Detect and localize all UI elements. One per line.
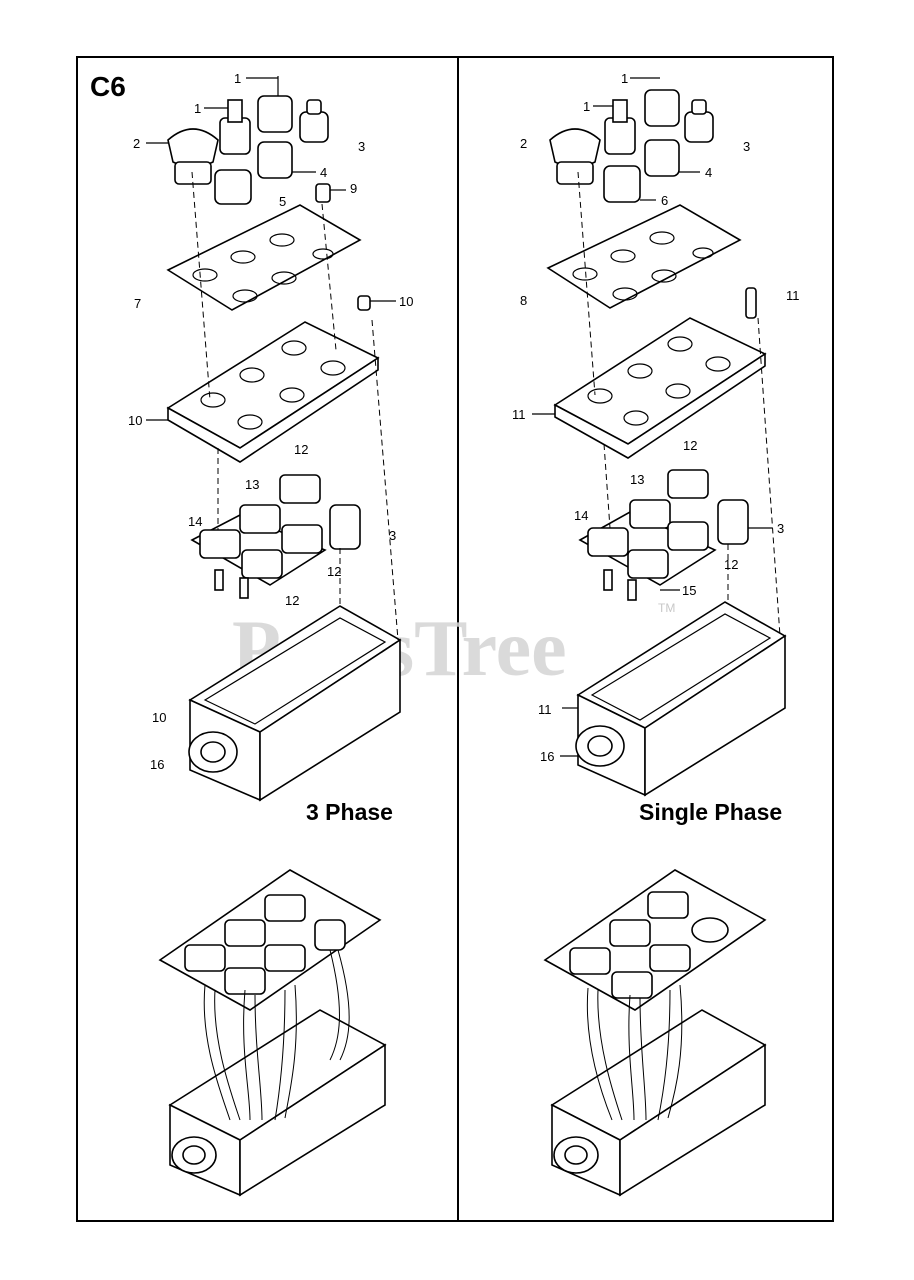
part-label: 7: [134, 296, 141, 311]
panel-divider: [457, 56, 459, 1222]
diagram-frame: [76, 56, 834, 1222]
wiring-view-single-phase: [543, 869, 767, 1197]
part-lid: [166, 295, 380, 463]
part-label: 3: [743, 139, 750, 154]
part-label: 16: [150, 757, 164, 772]
part-label: 12: [724, 557, 738, 572]
part-button-caps: [549, 89, 714, 203]
panel-single-phase: [532, 77, 787, 1197]
caption-single-phase: Single Phase: [639, 799, 782, 825]
part-label: 11: [512, 407, 526, 422]
part-label: 16: [540, 749, 554, 764]
part-label: 11: [538, 702, 552, 717]
part-label: 1: [194, 101, 201, 116]
wiring-view-3-phase: [158, 869, 387, 1197]
part-label: 10: [152, 710, 166, 725]
part-labels-3-phase: 1 1 2 3 4 5 9 7 10 10 12 13 14 3 12 12 1…: [128, 71, 413, 772]
part-label: 1: [621, 71, 628, 86]
part-label: 3: [777, 521, 784, 536]
part-enclosure-box: [188, 605, 402, 802]
part-label: 15: [682, 583, 696, 598]
part-lid: [553, 287, 767, 459]
part-label: 12: [294, 442, 308, 457]
part-gasket-plate: [166, 204, 362, 311]
part-label: 14: [574, 508, 588, 523]
part-labels-single-phase: 1 1 2 3 4 6 8 11 11 12 13 14 3 12 15 11 …: [512, 71, 800, 764]
part-label: 12: [327, 564, 341, 579]
part-enclosure-box: [575, 601, 787, 797]
part-label: 2: [520, 136, 527, 151]
part-label: 8: [520, 293, 527, 308]
part-label: 10: [128, 413, 142, 428]
part-label: 1: [234, 71, 241, 86]
part-label: 9: [350, 181, 357, 196]
part-label: 4: [705, 165, 712, 180]
part-contact-blocks: [578, 469, 749, 601]
part-label: 10: [399, 294, 413, 309]
part-label: 2: [133, 136, 140, 151]
part-gasket-plate: [546, 204, 742, 309]
part-label: 12: [285, 593, 299, 608]
part-label: 11: [786, 288, 800, 303]
part-label: 3: [389, 528, 396, 543]
watermark-trademark: TM: [658, 601, 675, 615]
part-label: 6: [661, 193, 668, 208]
part-label: 4: [320, 165, 327, 180]
part-label: 5: [279, 194, 286, 209]
diagram-id: C6: [90, 71, 126, 102]
part-button-caps: [167, 76, 331, 205]
part-label: 13: [245, 477, 259, 492]
part-label: 12: [683, 438, 697, 453]
part-label: 1: [583, 99, 590, 114]
part-label: 14: [188, 514, 202, 529]
part-label: 3: [358, 139, 365, 154]
part-label: 13: [630, 472, 644, 487]
caption-3-phase: 3 Phase: [306, 799, 393, 825]
panel-3-phase: [146, 76, 402, 1197]
part-contact-blocks: [190, 474, 361, 599]
